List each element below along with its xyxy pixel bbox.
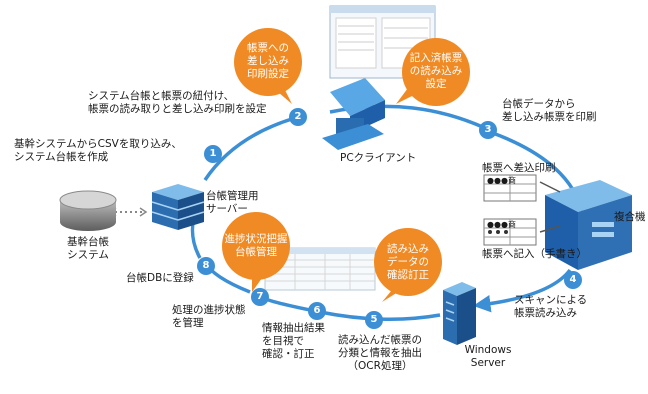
step-number-5: 5 bbox=[370, 314, 378, 325]
bubble-verify-text: 読み込み データの 確認訂正 bbox=[387, 243, 429, 281]
handwritten-form-label: 帳票へ記入（手書き） bbox=[482, 248, 587, 260]
path-1-2 bbox=[203, 116, 296, 181]
step-7-description: 処理の進捗状態 を管理 bbox=[172, 304, 246, 329]
step-number-1: 1 bbox=[209, 148, 217, 159]
ledger-server-label: 台帳管理用 サーバー bbox=[206, 190, 259, 215]
database-icon bbox=[59, 190, 117, 231]
bubble-print-setting-text: 帳票への 差し込み 印刷設定 bbox=[247, 42, 289, 80]
step-4 bbox=[564, 271, 582, 289]
step-5-description: 読み込んだ帳票の 分類と情報を抽出 （OCR処理） bbox=[338, 334, 422, 372]
server-icon bbox=[151, 184, 205, 230]
handwritten-form-name: ●●●商 bbox=[487, 220, 516, 229]
bubble-progress-text: 進捗状況把握 台帳管理 bbox=[224, 233, 288, 258]
step-1 bbox=[204, 145, 222, 163]
step-2 bbox=[289, 108, 307, 126]
bubble-read-setting-text: 記入済帳票 の読み込み 設定 bbox=[409, 52, 463, 90]
pc-icon bbox=[322, 78, 385, 150]
monitor-icon bbox=[443, 282, 476, 345]
step-4-description: スキャンによる 帳票読み込み bbox=[514, 294, 588, 319]
bubble-print-setting bbox=[234, 28, 302, 104]
step-7 bbox=[251, 288, 269, 306]
step-8-description: 台帳DBに登録 bbox=[126, 272, 194, 284]
form-arrow bbox=[539, 181, 561, 193]
step-5 bbox=[365, 311, 383, 329]
step-2-description: システム台帳と帳票の紐付け、 帳票の読み取りと差し込み印刷を設定 bbox=[88, 90, 267, 115]
step-3 bbox=[479, 121, 497, 139]
step-6 bbox=[308, 302, 326, 320]
path-4-5 bbox=[473, 268, 572, 313]
printed-form bbox=[483, 174, 537, 202]
step-number-2: 2 bbox=[294, 111, 302, 122]
bubble-verify bbox=[374, 228, 442, 302]
bubble-read-setting bbox=[396, 38, 470, 106]
handwritten-form bbox=[483, 218, 537, 246]
core-db-label: 基幹台帳 システム bbox=[67, 236, 109, 261]
form-arrow-2 bbox=[539, 225, 561, 233]
printed-form-label: 帳票へ差込印刷 bbox=[482, 162, 556, 174]
step-3-description: 台帳データから 差し込み帳票を印刷 bbox=[502, 98, 597, 123]
step-circles bbox=[197, 108, 582, 329]
app-window-screenshot-bottom bbox=[264, 247, 376, 291]
step-1-description: 基幹システムからCSVを取り込み、 システム台帳を作成 bbox=[14, 138, 182, 163]
pc-client-label: PCクライアント bbox=[340, 152, 417, 164]
windows-server-label: Windows Server bbox=[464, 344, 512, 369]
mfp-label: 複合機 bbox=[614, 211, 646, 223]
step-number-6: 6 bbox=[313, 305, 321, 316]
step-number-8: 8 bbox=[202, 260, 210, 271]
step-6-description: 情報抽出結果 を目視で 確認・訂正 bbox=[262, 322, 325, 360]
printer-icon bbox=[545, 180, 632, 270]
bubble-progress bbox=[222, 212, 290, 292]
step-8 bbox=[197, 257, 215, 275]
step-number-3: 3 bbox=[484, 124, 492, 135]
step-number-7: 7 bbox=[256, 291, 264, 302]
printed-form-name: ●●●商 bbox=[487, 176, 516, 185]
step-number-4: 4 bbox=[569, 274, 577, 285]
